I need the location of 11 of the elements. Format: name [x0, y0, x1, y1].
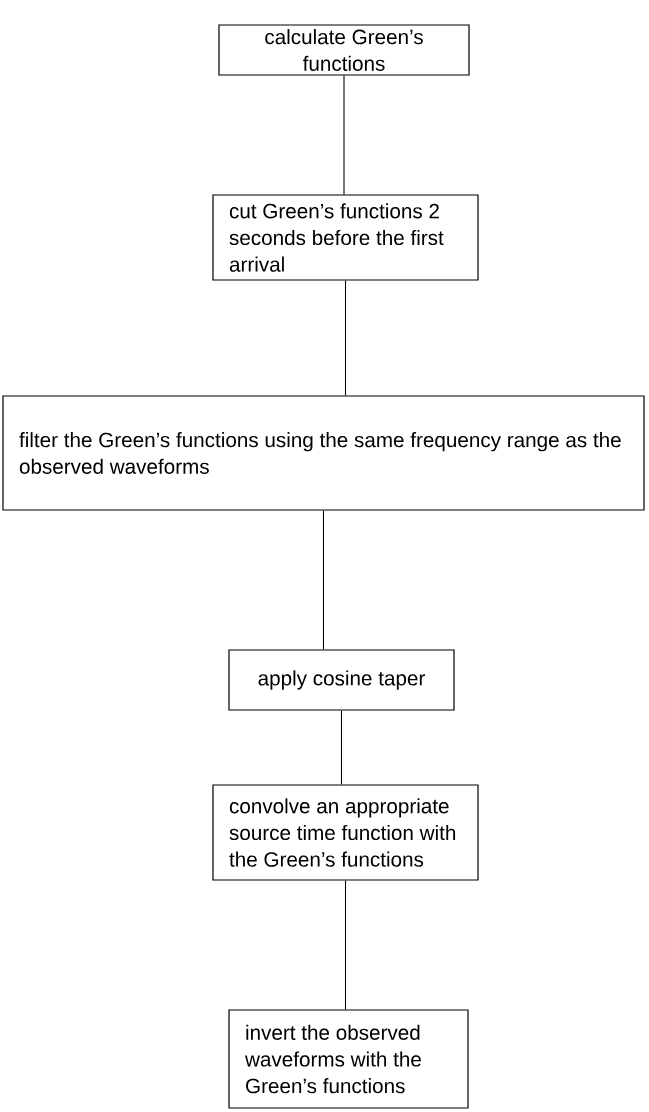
connector-line	[343, 75, 345, 195]
connector-line	[340, 710, 343, 785]
process-box: calculate Green’s functions	[218, 24, 470, 76]
process-box: convolve an appropriate source time function with the Green’s functions	[212, 784, 479, 881]
process-box: invert the observed waveforms with the Green’s functions	[228, 1009, 469, 1109]
connector-line	[322, 510, 325, 650]
process-box: filter the Green’s functions using the same frequency range as the observed waveforms	[2, 395, 645, 511]
connector-line	[344, 880, 347, 1010]
process-box: apply cosine taper	[228, 649, 455, 711]
process-box: cut Green’s functions 2 seconds before the first arrival	[212, 194, 479, 281]
connector-line	[344, 280, 347, 396]
